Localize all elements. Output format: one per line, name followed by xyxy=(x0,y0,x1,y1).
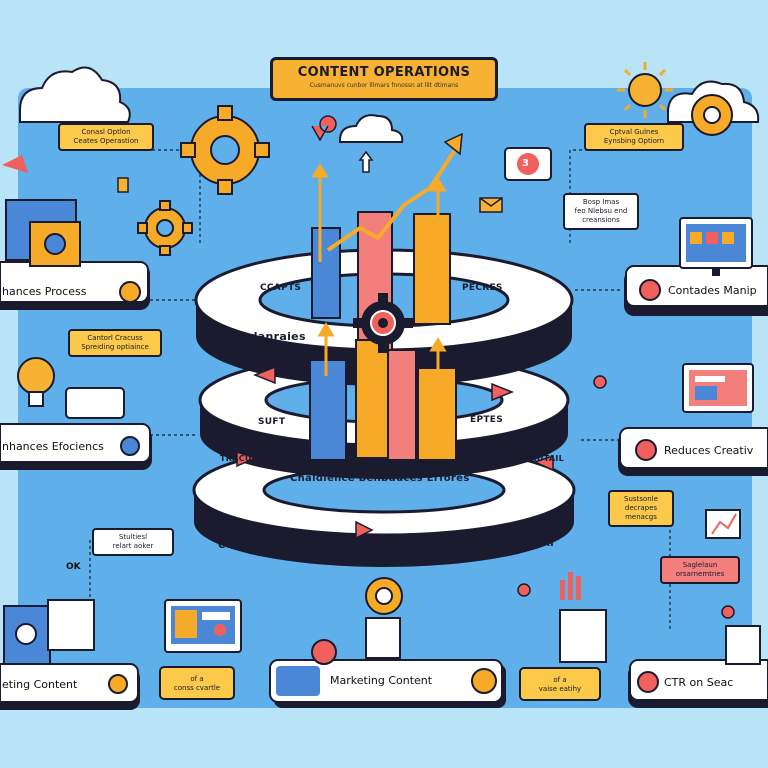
callout-bottom-left: Stultiesl relart aoker xyxy=(92,528,174,556)
ring-label-mid-right2: CARATERUTAIL xyxy=(494,454,565,463)
flag-icon xyxy=(117,177,129,193)
bottom-subtag-right xyxy=(519,667,601,701)
ring-label-upper-right: Content Opper xyxy=(460,342,555,355)
ring-arrow-icons xyxy=(236,365,554,540)
callout-bottom-right-sub: of a vaise eatihy xyxy=(538,676,582,693)
monitor-icon-right-top xyxy=(679,217,753,276)
monitor-icon-bottom-left xyxy=(164,599,242,653)
page-title: CONTENT OPERATIONS xyxy=(297,65,471,80)
ring-label-bottom-right-ai: AI xyxy=(542,538,555,549)
badge-number: 3 xyxy=(522,158,529,169)
bar-orange-back xyxy=(413,213,451,325)
ring-label-mid-left2: TRACUIC xyxy=(220,454,262,463)
ring-label-mid-left: SUFT xyxy=(258,417,286,427)
callout-top-left: Conasl Optlon Ceates Operastion xyxy=(58,123,154,151)
side-plate-bottom-center xyxy=(269,659,506,708)
ring-label-top-left: CCAPTS xyxy=(260,283,302,293)
location-pin-icons xyxy=(311,115,735,619)
page-subtitle: Cusmanuvs cunbor lllmars fnnossn at llit… xyxy=(309,82,459,89)
side-plate-right-2 xyxy=(618,427,768,476)
bar-chart-graphic xyxy=(309,211,457,461)
gear-icon-small xyxy=(137,200,193,256)
callout-top-right: Cptval Gulnes Eynsbing Optiorn xyxy=(584,123,684,151)
plate-label-right-3: CTR on Seac xyxy=(664,676,734,689)
up-arrow-icons xyxy=(311,163,447,385)
side-plate-left-1 xyxy=(0,261,150,310)
document-stack-icon-left xyxy=(5,199,81,267)
side-plate-left-2 xyxy=(0,423,152,470)
side-plate-left-3 xyxy=(0,663,140,710)
speech-bubble-icon-left xyxy=(65,387,125,419)
callout-left-mid: Cantorl Cracuss Spreiding optiaince xyxy=(68,329,162,357)
cloud-icon xyxy=(19,66,131,123)
document-stack-icon-bottom-left xyxy=(3,599,95,665)
envelope-icon xyxy=(479,197,503,213)
side-plate-right-1 xyxy=(624,265,768,316)
plate-label-right-1: Contades Manip xyxy=(668,284,757,297)
bar-blue-front xyxy=(309,359,347,461)
plate-label-left-1: hances Process xyxy=(2,285,87,298)
bottom-subtag-center xyxy=(159,666,235,700)
bar-red-front xyxy=(387,349,417,461)
gear-icon-right xyxy=(691,94,733,136)
ok-label: OK xyxy=(66,562,81,572)
badge-icon-top xyxy=(504,147,552,181)
ring-label-bottom-right: Frossers Creavity xyxy=(414,540,518,551)
top-bar xyxy=(0,0,768,60)
plate-label-bottom-center: Marketing Content xyxy=(330,674,433,687)
plate-label-left-3: eting Content xyxy=(2,678,78,691)
triangle-icon-pink xyxy=(2,155,28,173)
plate-label-right-2: Reduces Creativ xyxy=(664,444,754,457)
sun-icon xyxy=(617,62,673,118)
down-arrow-icon xyxy=(358,150,374,173)
trend-arrow-icon xyxy=(326,148,457,252)
ring-label-top-right: PECRES xyxy=(462,283,503,293)
document-icon-bottom-right xyxy=(559,609,761,665)
bar-small-icon-bottom xyxy=(560,572,581,600)
ring-bottom xyxy=(192,443,576,567)
side-plate-right-3 xyxy=(628,659,768,708)
ring-label-mid-center: Chaidlence Benbduces Erfores xyxy=(290,473,470,484)
monitor-icon-right-mid xyxy=(682,363,754,413)
callout-mid-right: Bosp Imas feo Nlebsu end creansions xyxy=(563,193,639,230)
target-icon-bottom-center xyxy=(311,577,403,665)
gear-icon-large xyxy=(180,105,270,195)
callout-right-pink: Saglelaun orsarnemtnes xyxy=(660,556,740,584)
plate-label-left-2: nhances Efociencs xyxy=(2,440,104,453)
title-banner: CONTENT OPERATIONS Cusmanuvs cunbor lllm… xyxy=(270,57,498,101)
ring-label-mid-right: EPTES xyxy=(470,415,504,425)
gear-icon-center xyxy=(353,293,413,353)
bar-orange-front xyxy=(355,339,389,459)
chart-small-icon-right xyxy=(705,509,741,539)
cloud-icon-center xyxy=(339,114,404,143)
callout-bottom-center-sub: of a conss cvartle xyxy=(173,675,221,692)
ring-label-upper-left: Standanraies xyxy=(220,330,306,343)
lightbulb-icon xyxy=(17,357,55,407)
bar-blue-back xyxy=(311,227,341,319)
ring-label-bottom-left: Cota rduces Creavity xyxy=(218,540,342,551)
callout-right-low: Sustsonle decrapes menacgs xyxy=(608,490,674,527)
